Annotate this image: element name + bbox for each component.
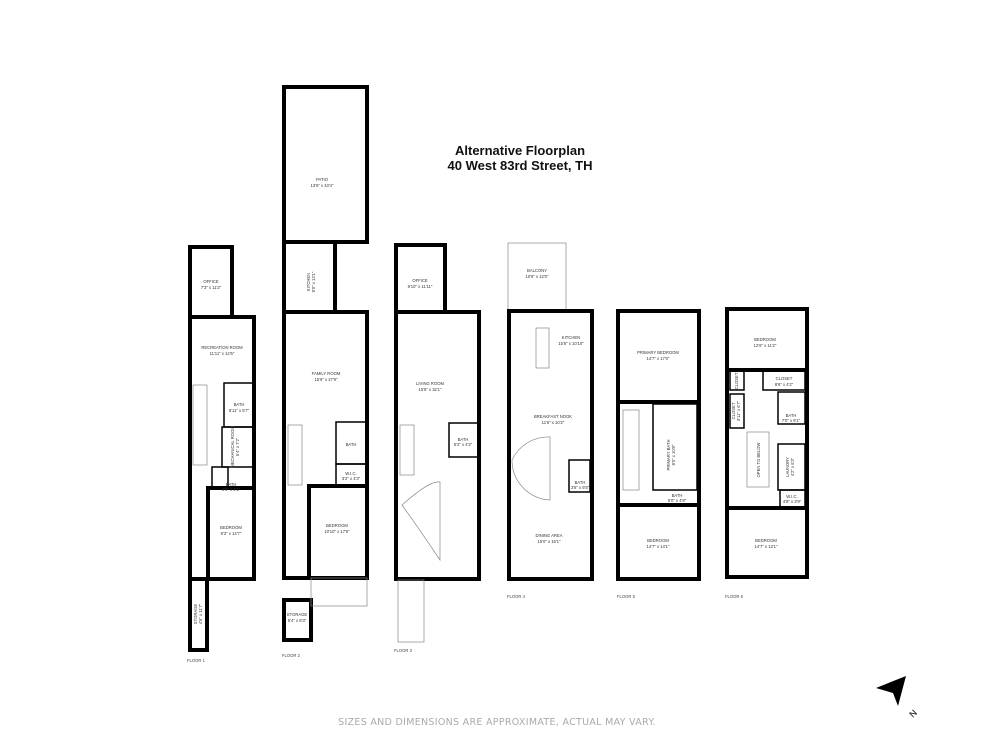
room-label: STORAGE [193, 604, 198, 625]
room-dims: 9'3" x 14'7" [221, 531, 242, 536]
room-label: BEDROOM [754, 337, 776, 342]
room-dims: 5'2" x 4'2" [454, 442, 473, 447]
room-label: BATH [458, 437, 469, 442]
room-label: BEDROOM [220, 525, 242, 530]
compass-label: N [907, 708, 919, 720]
room-label: PRIMARY BEDROOM [637, 350, 679, 355]
room-label: BEDROOM [326, 523, 348, 528]
floor-label: FLOOR 5 [617, 594, 636, 599]
room-dims: 14'7" x 13'1" [755, 544, 778, 549]
room-dims: 9'0" x 13'1" [311, 271, 316, 292]
room-label: STORAGE [287, 612, 308, 617]
room-label: KITCHEN [562, 335, 580, 340]
room-dims: 8'0" x 10'8" [671, 444, 676, 465]
room-label: BEDROOM [647, 538, 669, 543]
room-dims: 4'9" x 4'1" [222, 487, 241, 492]
room-label: PATIO [316, 177, 329, 182]
room-label: BALCONY [527, 268, 547, 273]
room-label: LIVING ROOM [416, 381, 444, 386]
room-dims: 12'6" x 11'2" [754, 343, 777, 348]
room-label: OFFICE [412, 278, 428, 283]
room-label: FAMILY ROOM [312, 371, 341, 376]
room-dims: 3'11" x 6'7" [736, 400, 741, 421]
room-dims: 4'2" x 6'3" [790, 457, 795, 476]
room-label: BATH [226, 482, 237, 487]
room-label: BATH [786, 413, 797, 418]
room-dims: 15'6" x 32'1" [419, 387, 442, 392]
floor-2-plan: PATIO 13'6" x 43'4" KITCHEN 9'0" x 13'1"… [282, 85, 369, 658]
room-label: CLOSET [734, 372, 739, 389]
room-dims: 4'8" x 3'9" [783, 499, 802, 504]
room-label: BATH [575, 480, 586, 485]
room-dims: 15'6" x 27'9" [315, 377, 338, 382]
room-dims: 10'10" x 17'5" [324, 529, 350, 534]
room-label: DINING AREA [536, 533, 563, 538]
room-dims: 15'0" x 16'1" [538, 539, 561, 544]
room-dims: 6'4" x 7'2" [235, 437, 240, 456]
room-label: LAUNDRY [785, 457, 790, 477]
room-label: W.I.C. [345, 471, 356, 476]
room-dims: 13'6" x 43'4" [311, 183, 334, 188]
room-dims: 3'6" x 5'5" [571, 485, 590, 490]
room-dims: 8'6" x 4'2" [775, 382, 794, 387]
floor-label: FLOOR 4 [507, 594, 526, 599]
room-dims: 3'2" x 4'3" [342, 476, 361, 481]
room-dims: 11'11" x 12'5" [210, 351, 235, 356]
room-dims: 5'0" x 4'8" [668, 498, 687, 503]
room-label: RECREATION ROOM [201, 345, 243, 350]
floor-3-plan: OFFICE 9'10" x 11'11" LIVING ROOM 15'6" … [394, 243, 481, 653]
floor-label: FLOOR 1 [187, 658, 206, 663]
room-label: OPEN TO BELOW [756, 442, 761, 477]
room-label: W.I.C. [786, 494, 797, 499]
room-dims: 7'0" x 5'1" [782, 418, 801, 423]
floor-label: FLOOR 2 [282, 653, 301, 658]
room-label: CLOSET [731, 402, 736, 419]
room-dims: 6'11" x 5'7" [229, 408, 250, 413]
room-label: BEDROOM [755, 538, 777, 543]
room-dims: 10'8" x 12'0" [526, 274, 549, 279]
room-dims: 9'10" x 11'11" [408, 284, 433, 289]
plan-address: 40 West 83rd Street, TH [448, 158, 593, 173]
room-dims: 15'6" x 10'10" [558, 341, 584, 346]
room-dims: 11'6" x 10'2" [542, 420, 565, 425]
room-dims: 4'6" x 11'7" [198, 603, 203, 624]
room-dims: 5'4" x 6'3" [288, 618, 307, 623]
floor-6-plan: BEDROOM 12'6" x 11'2" CLOSET CLOSET 8'6"… [725, 307, 809, 599]
room-label: BREAKFAST NOOK [534, 414, 572, 419]
floor-5-plan: PRIMARY BEDROOM 14'7" x 17'0" PRIMARY BA… [616, 309, 701, 599]
room-label: KITCHEN [306, 273, 311, 291]
floor-4-plan: BALCONY 10'8" x 12'0" KITCHEN 15'6" x 10… [507, 242, 594, 599]
room-label: BATH [672, 493, 683, 498]
floor-label: FLOOR 3 [394, 648, 413, 653]
room-dims: 14'7" x 14'1" [647, 544, 670, 549]
room-label: BATH [234, 402, 245, 407]
room-label: BATH [346, 442, 357, 447]
room-dims: 14'7" x 17'0" [647, 356, 670, 361]
floor-1-plan: OFFICE 7'3" x 11'2" RECREATION ROOM 11'1… [187, 245, 256, 663]
plan-title: Alternative Floorplan [455, 143, 585, 158]
north-arrow-icon: N [876, 676, 919, 719]
floor-label: FLOOR 6 [725, 594, 744, 599]
room-label: CLOSET [776, 376, 793, 381]
room-dims: 7'3" x 11'2" [201, 285, 222, 290]
room-label: OFFICE [203, 279, 219, 284]
room-label: PRIMARY BATH [666, 440, 671, 471]
room-label: MECHANICAL ROOM [230, 426, 235, 468]
disclaimer: SIZES AND DIMENSIONS ARE APPROXIMATE, AC… [338, 717, 656, 728]
